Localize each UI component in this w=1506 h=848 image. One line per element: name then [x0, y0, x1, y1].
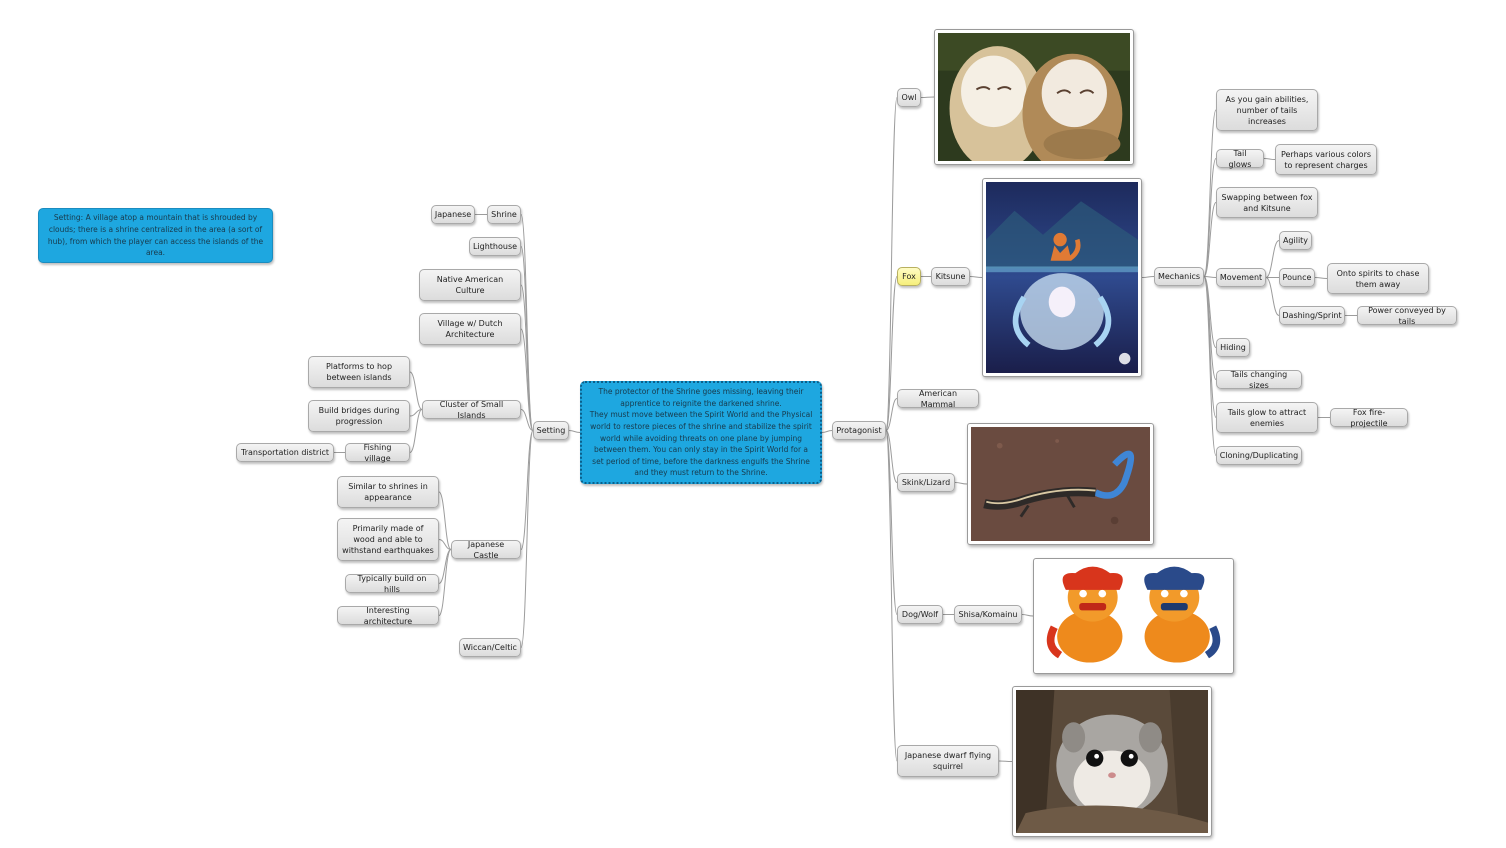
connector-setting-node-to-japanese-castle-node [520, 430, 534, 550]
connector-mechanics-node-to-swap-fox-kitsune-node [1203, 202, 1217, 277]
connector-protagonist-node-to-flying-squirrel-node [885, 430, 898, 762]
connector-japanese-castle-node-to-similar-shrines-node [438, 491, 452, 550]
skink-lizard-node[interactable]: Skink/Lizard [897, 473, 955, 492]
connector-tail-glows-node-to-various-colors-node [1263, 158, 1276, 160]
dog-wolf-node[interactable]: Dog/Wolf [897, 605, 943, 624]
power-tails-node[interactable]: Power conveyed by tails [1357, 306, 1457, 326]
protagonist-node[interactable]: Protagonist [832, 421, 886, 440]
platforms-node[interactable]: Platforms to hop between islands [308, 356, 410, 388]
connector-cluster-islands-node-to-platforms-node [409, 371, 423, 410]
connector-skink-lizard-node-to-skink-image [954, 482, 968, 485]
connector-central-topic-to-setting-node [568, 430, 581, 433]
flying-squirrel-image [1012, 686, 1212, 837]
native-american-culture-node[interactable]: Native American Culture [419, 269, 521, 301]
connector-protagonist-node-to-fox-node [885, 276, 898, 431]
hiding-node[interactable]: Hiding [1216, 338, 1250, 357]
fox-node[interactable]: Fox [897, 267, 921, 286]
connector-protagonist-node-to-american-mammal-node [885, 398, 898, 431]
connector-mechanics-node-to-tails-increase-node [1203, 109, 1217, 277]
connector-shisa-komainu-node-to-shisa-image [1021, 614, 1034, 617]
cloning-node[interactable]: Cloning/Duplicating [1216, 446, 1302, 465]
connector-owl-node-to-owl-image [920, 96, 935, 98]
shisa-image [1033, 558, 1234, 674]
japanese-node[interactable]: Japanese [431, 205, 475, 224]
connector-flying-squirrel-node-to-flying-squirrel-image [998, 760, 1013, 762]
bridges-node[interactable]: Build bridges during progression [308, 400, 410, 432]
interesting-architecture-node[interactable]: Interesting architecture [337, 606, 439, 626]
mechanics-node[interactable]: Mechanics [1154, 267, 1204, 286]
connector-kitsune-node-to-kitsune-image [969, 276, 983, 278]
connector-mechanics-node-to-movement-node [1203, 276, 1217, 278]
connector-mechanics-node-to-attract-enemies-node [1203, 276, 1217, 418]
pounce-node[interactable]: Pounce [1279, 268, 1315, 287]
connector-mechanics-node-to-cloning-node [1203, 276, 1217, 456]
connector-central-topic-to-protagonist-node [821, 430, 833, 433]
connector-setting-node-to-cluster-islands-node [520, 409, 534, 431]
tails-increase-node[interactable]: As you gain abilities, number of tails i… [1216, 89, 1318, 131]
skink-image [967, 423, 1154, 545]
connector-protagonist-node-to-owl-node [885, 97, 898, 431]
shrine-node[interactable]: Shrine [487, 205, 521, 224]
connector-setting-node-to-wiccan-celtic-node [520, 430, 534, 648]
connector-pounce-node-to-onto-spirits-node [1314, 277, 1328, 279]
connector-mechanics-node-to-tail-glows-node [1203, 158, 1217, 277]
connector-movement-node-to-dashing-sprint-node [1265, 277, 1280, 316]
connector-japanese-castle-node-to-interesting-architecture-node [438, 549, 452, 616]
connector-setting-node-to-shrine-node [520, 214, 534, 431]
transportation-node[interactable]: Transportation district [236, 443, 334, 462]
connector-cluster-islands-node-to-fishing-village-node [409, 409, 423, 453]
connector-japanese-castle-node-to-wood-earthquakes-node [438, 539, 452, 550]
agility-node[interactable]: Agility [1279, 231, 1312, 250]
kitsune-node[interactable]: Kitsune [931, 267, 970, 286]
similar-shrines-node[interactable]: Similar to shrines in appearance [337, 476, 439, 508]
japanese-castle-node[interactable]: Japanese Castle [451, 540, 521, 560]
connector-protagonist-node-to-skink-lizard-node [885, 430, 898, 483]
wiccan-celtic-node[interactable]: Wiccan/Celtic [459, 638, 521, 657]
various-colors-node[interactable]: Perhaps various colors to represent char… [1275, 144, 1377, 175]
tail-glows-node[interactable]: Tail glows [1216, 149, 1264, 169]
connector-setting-node-to-lighthouse-node [520, 246, 534, 431]
kitsune-image [982, 178, 1142, 377]
fox-fire-node[interactable]: Fox fire- projectile [1330, 408, 1408, 428]
flying-squirrel-node[interactable]: Japanese dwarf flying squirrel [897, 745, 999, 777]
cluster-islands-node[interactable]: Cluster of Small Islands [422, 400, 521, 420]
wood-earthquakes-node[interactable]: Primarily made of wood and able to withs… [337, 518, 439, 561]
shisa-komainu-node[interactable]: Shisa/Komainu [954, 605, 1022, 624]
owl-image [934, 29, 1134, 165]
fishing-village-node[interactable]: Fishing village [345, 443, 410, 463]
central-topic[interactable]: The protector of the Shrine goes missing… [580, 381, 822, 484]
movement-node[interactable]: Movement [1216, 268, 1266, 287]
setting-note[interactable]: Setting: A village atop a mountain that … [38, 208, 273, 263]
dashing-sprint-node[interactable]: Dashing/Sprint [1279, 306, 1345, 325]
village-dutch-node[interactable]: Village w/ Dutch Architecture [419, 313, 521, 345]
onto-spirits-node[interactable]: Onto spirits to chase them away [1327, 263, 1429, 294]
build-on-hills-node[interactable]: Typically build on hills [345, 574, 439, 594]
american-mammal-node[interactable]: American Mammal [897, 389, 979, 409]
connector-setting-node-to-village-dutch-node [520, 328, 534, 431]
connector-kitsune-image-to-mechanics-node [1141, 276, 1155, 278]
connector-movement-node-to-agility-node [1265, 240, 1280, 278]
attract-enemies-node[interactable]: Tails glow to attract enemies [1216, 402, 1318, 433]
tails-sizes-node[interactable]: Tails changing sizes [1216, 370, 1302, 390]
swap-fox-kitsune-node[interactable]: Swapping between fox and Kitsune [1216, 187, 1318, 218]
owl-node[interactable]: Owl [897, 88, 921, 107]
setting-node[interactable]: Setting [533, 421, 569, 440]
connector-protagonist-node-to-dog-wolf-node [885, 430, 898, 615]
lighthouse-node[interactable]: Lighthouse [469, 237, 521, 256]
